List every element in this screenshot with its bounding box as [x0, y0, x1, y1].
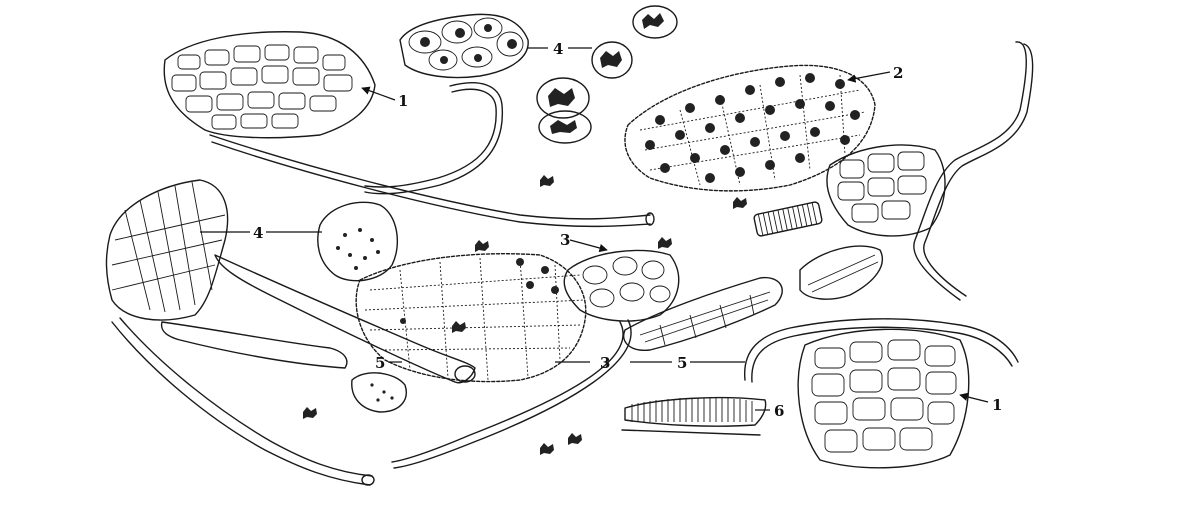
callout-2: 2 — [893, 64, 903, 82]
stone-cell-middle — [317, 201, 399, 282]
fibre-short-left — [160, 321, 348, 369]
spiral-vessel-bottom — [621, 396, 767, 436]
callout-6: 6 — [774, 402, 784, 420]
epidermis-fragment-lower-right — [797, 328, 970, 469]
parenchyma-tissue-center — [355, 249, 680, 383]
callout-4-top: 4 — [553, 40, 563, 58]
callout-4-left: 4 — [253, 224, 263, 242]
epidermis-fragment-top — [163, 31, 376, 139]
hair-top-center — [364, 82, 504, 195]
callout-labels: 1 1 2 3 3 4 4 5 5 6 — [253, 40, 1002, 420]
leader-lines — [200, 47, 989, 411]
callout-3-bottom: 3 — [600, 354, 610, 372]
scattered-druses — [303, 175, 747, 455]
callout-1-bottom: 1 — [992, 396, 1002, 414]
stone-cell-group-left — [105, 179, 229, 321]
fibre-curved-lower-right — [744, 318, 1019, 383]
spiral-vessel-mid — [753, 201, 823, 237]
small-parenchyma-cell — [351, 372, 407, 413]
fibre-lower-left — [111, 317, 375, 486]
callout-1-top: 1 — [398, 92, 408, 110]
hair-center — [391, 319, 632, 469]
sclereid-strand-center-right — [623, 245, 884, 351]
tissue-with-crystal-druses — [624, 64, 876, 192]
callout-5-left: 5 — [375, 354, 385, 372]
callout-5-right: 5 — [677, 354, 687, 372]
fibre-large-left — [214, 254, 476, 384]
hair-right — [913, 41, 1034, 301]
callout-3-top: 3 — [560, 231, 570, 249]
fibre-long-top — [209, 134, 655, 228]
crystal-cells-top — [399, 5, 678, 144]
